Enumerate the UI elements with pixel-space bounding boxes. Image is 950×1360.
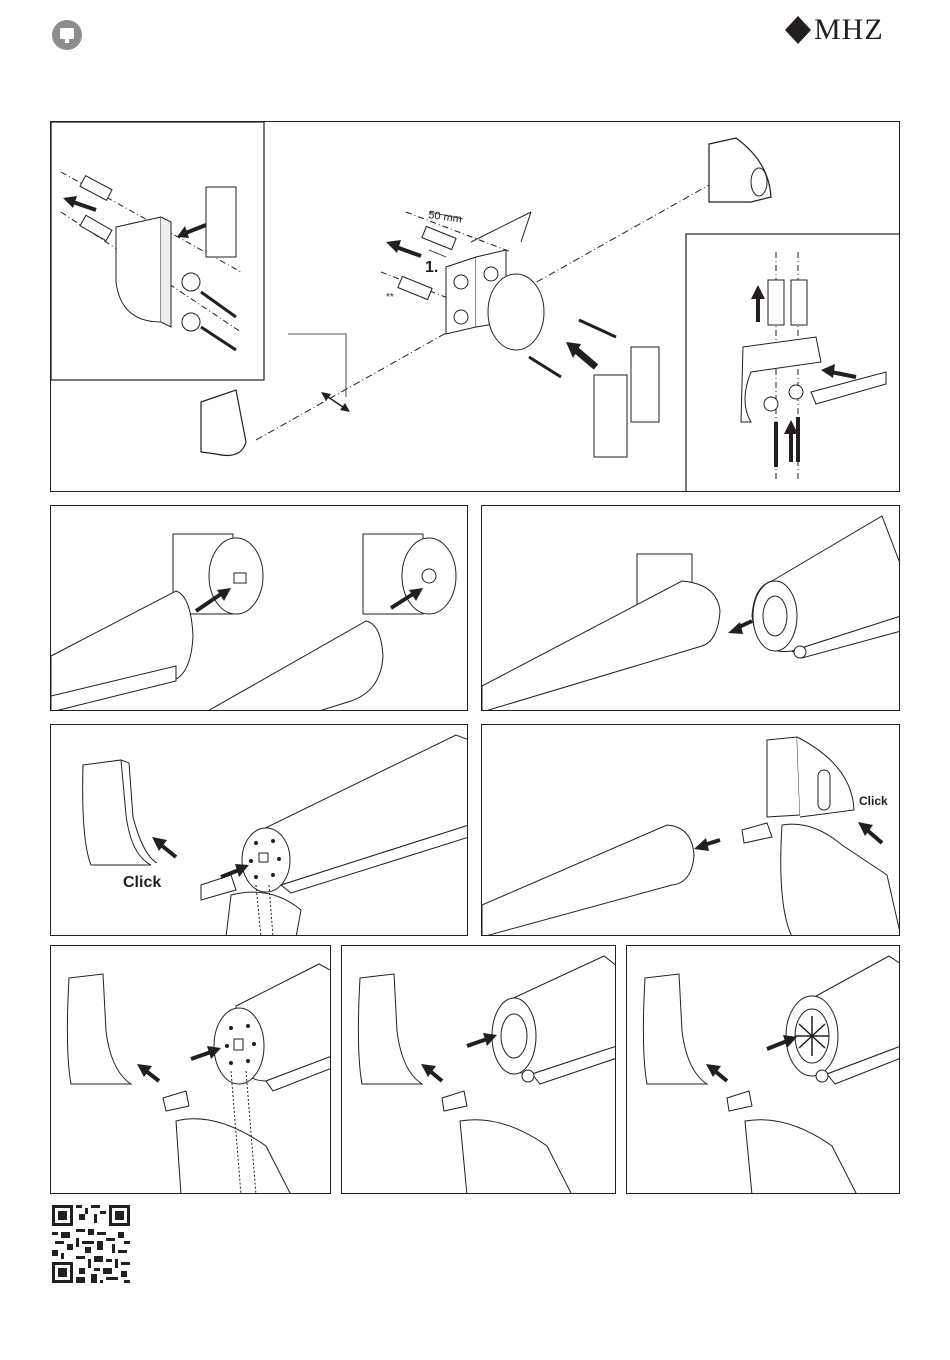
step-click-spring-panel: Click <box>481 724 900 936</box>
footnote-mark: ** <box>386 292 394 303</box>
diamond-icon <box>784 14 812 46</box>
brand-name: MHZ <box>814 14 884 46</box>
click-label: Click <box>123 874 161 891</box>
step-mount-gear-panel <box>626 945 900 1194</box>
brand-logo: MHZ <box>784 14 904 46</box>
step-remove-roller-panel <box>481 505 900 711</box>
step-mount-spring-panel <box>341 945 616 1194</box>
step-number-label: 1. <box>425 259 438 276</box>
step-insert-pins-panel <box>50 505 468 711</box>
step-click-chain-panel: Click <box>50 724 468 936</box>
click-label: Click <box>859 794 888 808</box>
overview-panel: 50 mm 1. ** <box>50 121 900 492</box>
qr-code-icon[interactable] <box>52 1205 130 1283</box>
step-mount-chain-panel <box>50 945 331 1194</box>
speech-bubble-icon <box>52 20 82 50</box>
dimension-label: 50 mm <box>428 209 463 226</box>
